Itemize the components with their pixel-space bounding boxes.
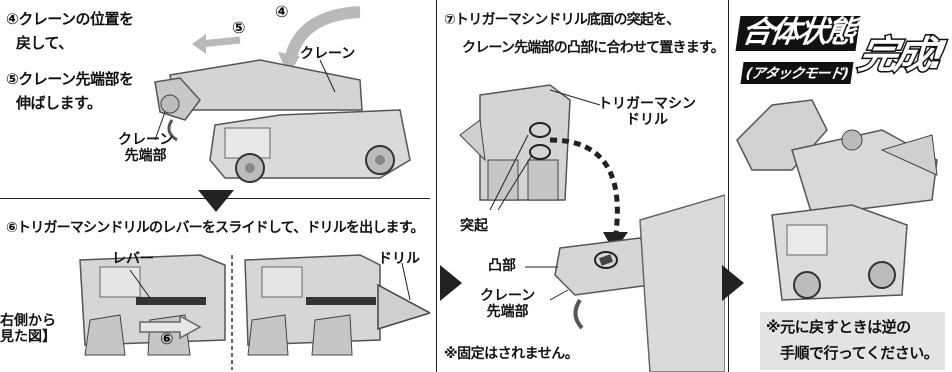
down-arrow-icon — [198, 190, 234, 212]
step7-panel: ⑦トリガーマシンドリル底面の突起を、 クレーン先端部の凸部に合わせて置きます。 … — [440, 0, 725, 372]
step4-line2: 戻して、 — [16, 34, 73, 52]
complete-panel: 合体状態 (アタックモード) 完成! ※元に戻すときは逆の 手順で行ってください… — [732, 0, 952, 372]
right-arrow-icon-2 — [722, 265, 744, 301]
crane-vehicle-illustration — [154, 6, 411, 183]
combine-illustration — [459, 84, 725, 372]
attack-mode-robot-illustration — [736, 99, 938, 301]
divider-vertical-1 — [436, 0, 437, 372]
divider-vertical-2 — [728, 0, 729, 372]
label-protrusion: 突起 — [460, 218, 488, 234]
step7-line1: ⑦トリガーマシンドリル底面の突起を、 — [444, 12, 680, 28]
step7-line2: クレーン先端部の凸部に合わせて置きます。 — [462, 40, 725, 56]
note-return-box — [760, 312, 945, 370]
label-right-side-view-text: 右側から 見た図】 — [0, 313, 56, 346]
label-trigger-drill-text: トリガーマシン ドリル — [598, 96, 696, 129]
label-drill: ドリル — [378, 251, 420, 267]
note-fixed: ※固定はされません。 — [444, 346, 579, 362]
note-return-line1: ※元に戻すときは逆の — [766, 318, 911, 336]
label-crane-tip-step7-text: クレーン 先端部 — [480, 288, 536, 321]
label-trigger-drill: トリガーマシン ドリル — [598, 96, 696, 128]
step5-line2: 伸ばします。 — [16, 94, 102, 112]
right-arrow-icon — [440, 265, 462, 301]
marker-four: ④ — [275, 2, 289, 21]
label-crane-tip-step7: クレーン 先端部 — [480, 288, 535, 320]
step5-line1: ⑤クレーン先端部を — [6, 70, 134, 88]
step6-text: ⑥トリガーマシンドリルのレバーをスライドして、ドリルを出します。 — [6, 220, 425, 236]
label-lever: レバー — [112, 251, 154, 267]
label-recess: 凸部 — [488, 258, 516, 274]
label-right-side-view: 右側から 見た図】 — [0, 313, 56, 345]
step4-5-panel: ④クレーンの位置を 戻して、 ⑤クレーン先端部を 伸ばします。 ④ ⑤ クレーン… — [0, 0, 430, 195]
note-return-line2: 手順で行ってください。 — [780, 344, 939, 362]
marker-six: ⑥ — [160, 329, 174, 348]
marker-five: ⑤ — [232, 18, 246, 37]
drill-machine-illustrations — [79, 254, 430, 370]
step4-line1: ④クレーンの位置を — [6, 10, 134, 28]
step6-panel: ⑥トリガーマシンドリルのレバーをスライドして、ドリルを出します。 レバー ドリル… — [0, 205, 430, 372]
label-crane: クレーン — [300, 46, 356, 62]
label-crane-tip: クレーン 先端部 — [118, 132, 173, 164]
label-crane-tip-text: クレーン 先端部 — [118, 132, 174, 165]
